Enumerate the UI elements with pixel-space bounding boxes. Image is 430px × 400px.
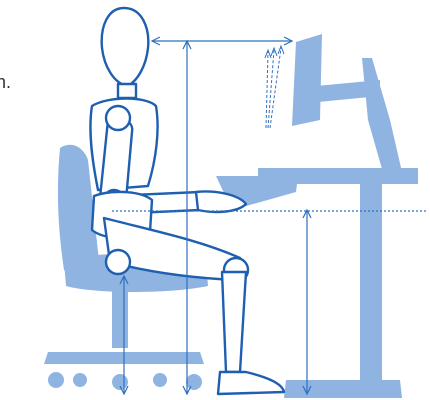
view-line: [268, 50, 274, 128]
mannequin-neck: [118, 84, 136, 98]
desk-leg: [360, 184, 382, 384]
mannequin-foot: [218, 372, 284, 394]
desk-and-monitor: [216, 34, 418, 398]
chair-caster: [48, 372, 64, 388]
monitor: [292, 34, 322, 126]
monitor-stand: [362, 58, 402, 176]
eye-line-guides: [265, 46, 284, 128]
chair-caster: [186, 374, 202, 390]
mannequin-hip-joint: [106, 250, 130, 274]
view-line: [270, 48, 281, 128]
view-line: [266, 52, 268, 128]
chair-caster: [112, 374, 128, 390]
chair-caster: [153, 373, 167, 387]
mannequin-lower-leg: [222, 272, 246, 372]
mannequin-shoulder-joint: [106, 106, 130, 130]
chair-caster: [73, 373, 87, 387]
arrowhead-icon: [278, 46, 284, 54]
desk-foot: [284, 380, 402, 398]
chair-column: [112, 286, 128, 348]
mannequin-head: [102, 8, 149, 86]
